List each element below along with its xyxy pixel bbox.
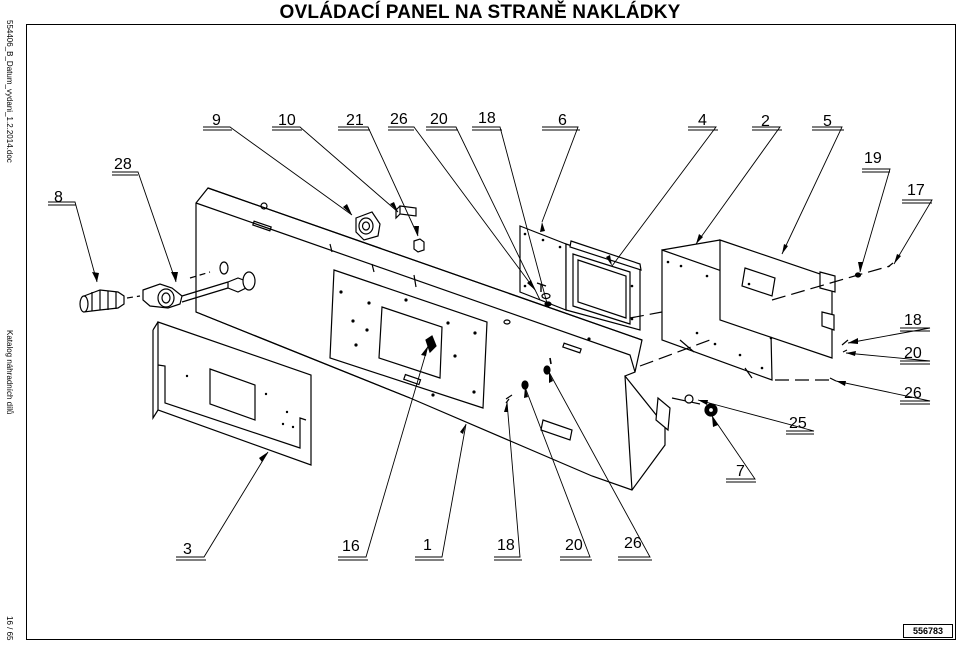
- front-bezel: [152, 321, 312, 466]
- drawing-number: 556783: [903, 624, 953, 638]
- drawing-frame: [26, 24, 956, 640]
- callout-5: 5: [823, 113, 832, 130]
- callout-19: 19: [864, 150, 882, 167]
- board-assembly: [661, 239, 836, 381]
- gland-and-clip: [355, 205, 425, 253]
- callout-3: 3: [183, 541, 192, 558]
- callout-26-top: 26: [390, 111, 408, 128]
- callout-20-bottom: 20: [565, 537, 583, 554]
- leader-lines: [48, 126, 933, 558]
- callout-18-top: 18: [478, 110, 496, 127]
- callout-21: 21: [346, 112, 364, 129]
- callout-8: 8: [54, 189, 63, 206]
- page-title: OVLÁDACÍ PANEL NA STRANĚ NAKLÁDKY: [279, 2, 681, 23]
- callout-25: 25: [789, 415, 807, 432]
- callout-17: 17: [907, 182, 925, 199]
- arrow-heads: [92, 202, 901, 462]
- callout-7: 7: [736, 463, 745, 480]
- assembly-lines: [629, 265, 891, 405]
- callout-1: 1: [423, 537, 432, 554]
- callout-16: 16: [342, 538, 360, 555]
- callout-20-top: 20: [430, 111, 448, 128]
- callout-28: 28: [114, 156, 132, 173]
- callout-6: 6: [558, 112, 567, 129]
- display-assembly: [519, 225, 642, 331]
- callout-2: 2: [761, 113, 770, 130]
- callout-4: 4: [698, 112, 707, 129]
- callout-26-right: 26: [904, 385, 922, 402]
- callout-9: 9: [212, 112, 221, 129]
- callout-20-right: 20: [904, 345, 922, 362]
- callout-18-right: 18: [904, 312, 922, 329]
- callout-18-bottom: 18: [497, 537, 515, 554]
- callout-underlines: [48, 129, 932, 561]
- callout-26-bottom: 26: [624, 535, 642, 552]
- callout-10: 10: [278, 112, 296, 129]
- connector-assembly: [79, 261, 256, 313]
